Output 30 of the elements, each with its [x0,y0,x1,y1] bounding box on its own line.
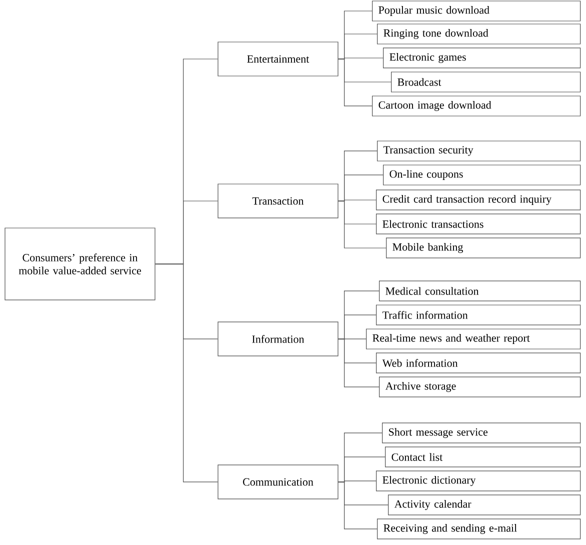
service-box: Electronic games [383,48,581,68]
service-box: Traffic information [376,304,581,326]
connector-line [338,200,386,248]
service-box: Electronic dictionary [376,470,581,492]
connector-line [338,482,378,530]
service-box: Cartoon image download [372,96,581,116]
root-box: Consumers’ preference in mobile value-added service [4,228,156,300]
service-box: Mobile banking [386,238,581,258]
service-box: Web information [376,352,581,374]
connector-line [338,58,372,106]
service-box: Electronic transactions [376,214,581,234]
service-box: Transaction security [377,140,581,162]
service-box: Short message service [382,422,581,444]
category-box: Entertainment [218,42,338,76]
service-box: Popular music download [372,0,581,22]
service-box: Archive storage [379,376,581,398]
category-box: Communication [218,464,338,500]
service-box: Credit card transaction record inquiry [376,190,581,210]
service-box: On-line coupons [383,164,581,186]
connector-line [155,264,218,482]
service-box: Contact list [385,446,581,468]
service-box: Medical consultation [379,280,581,302]
service-box: Activity calendar [388,494,581,516]
category-box: Transaction [218,184,338,218]
category-box: Information [218,322,338,356]
service-box: Receiving and sending e-mail [377,518,581,540]
service-box: Real-time news and weather report [366,328,581,350]
service-box: Ringing tone download [377,24,581,44]
service-box: Broadcast [391,72,581,92]
connector-line [338,338,380,388]
